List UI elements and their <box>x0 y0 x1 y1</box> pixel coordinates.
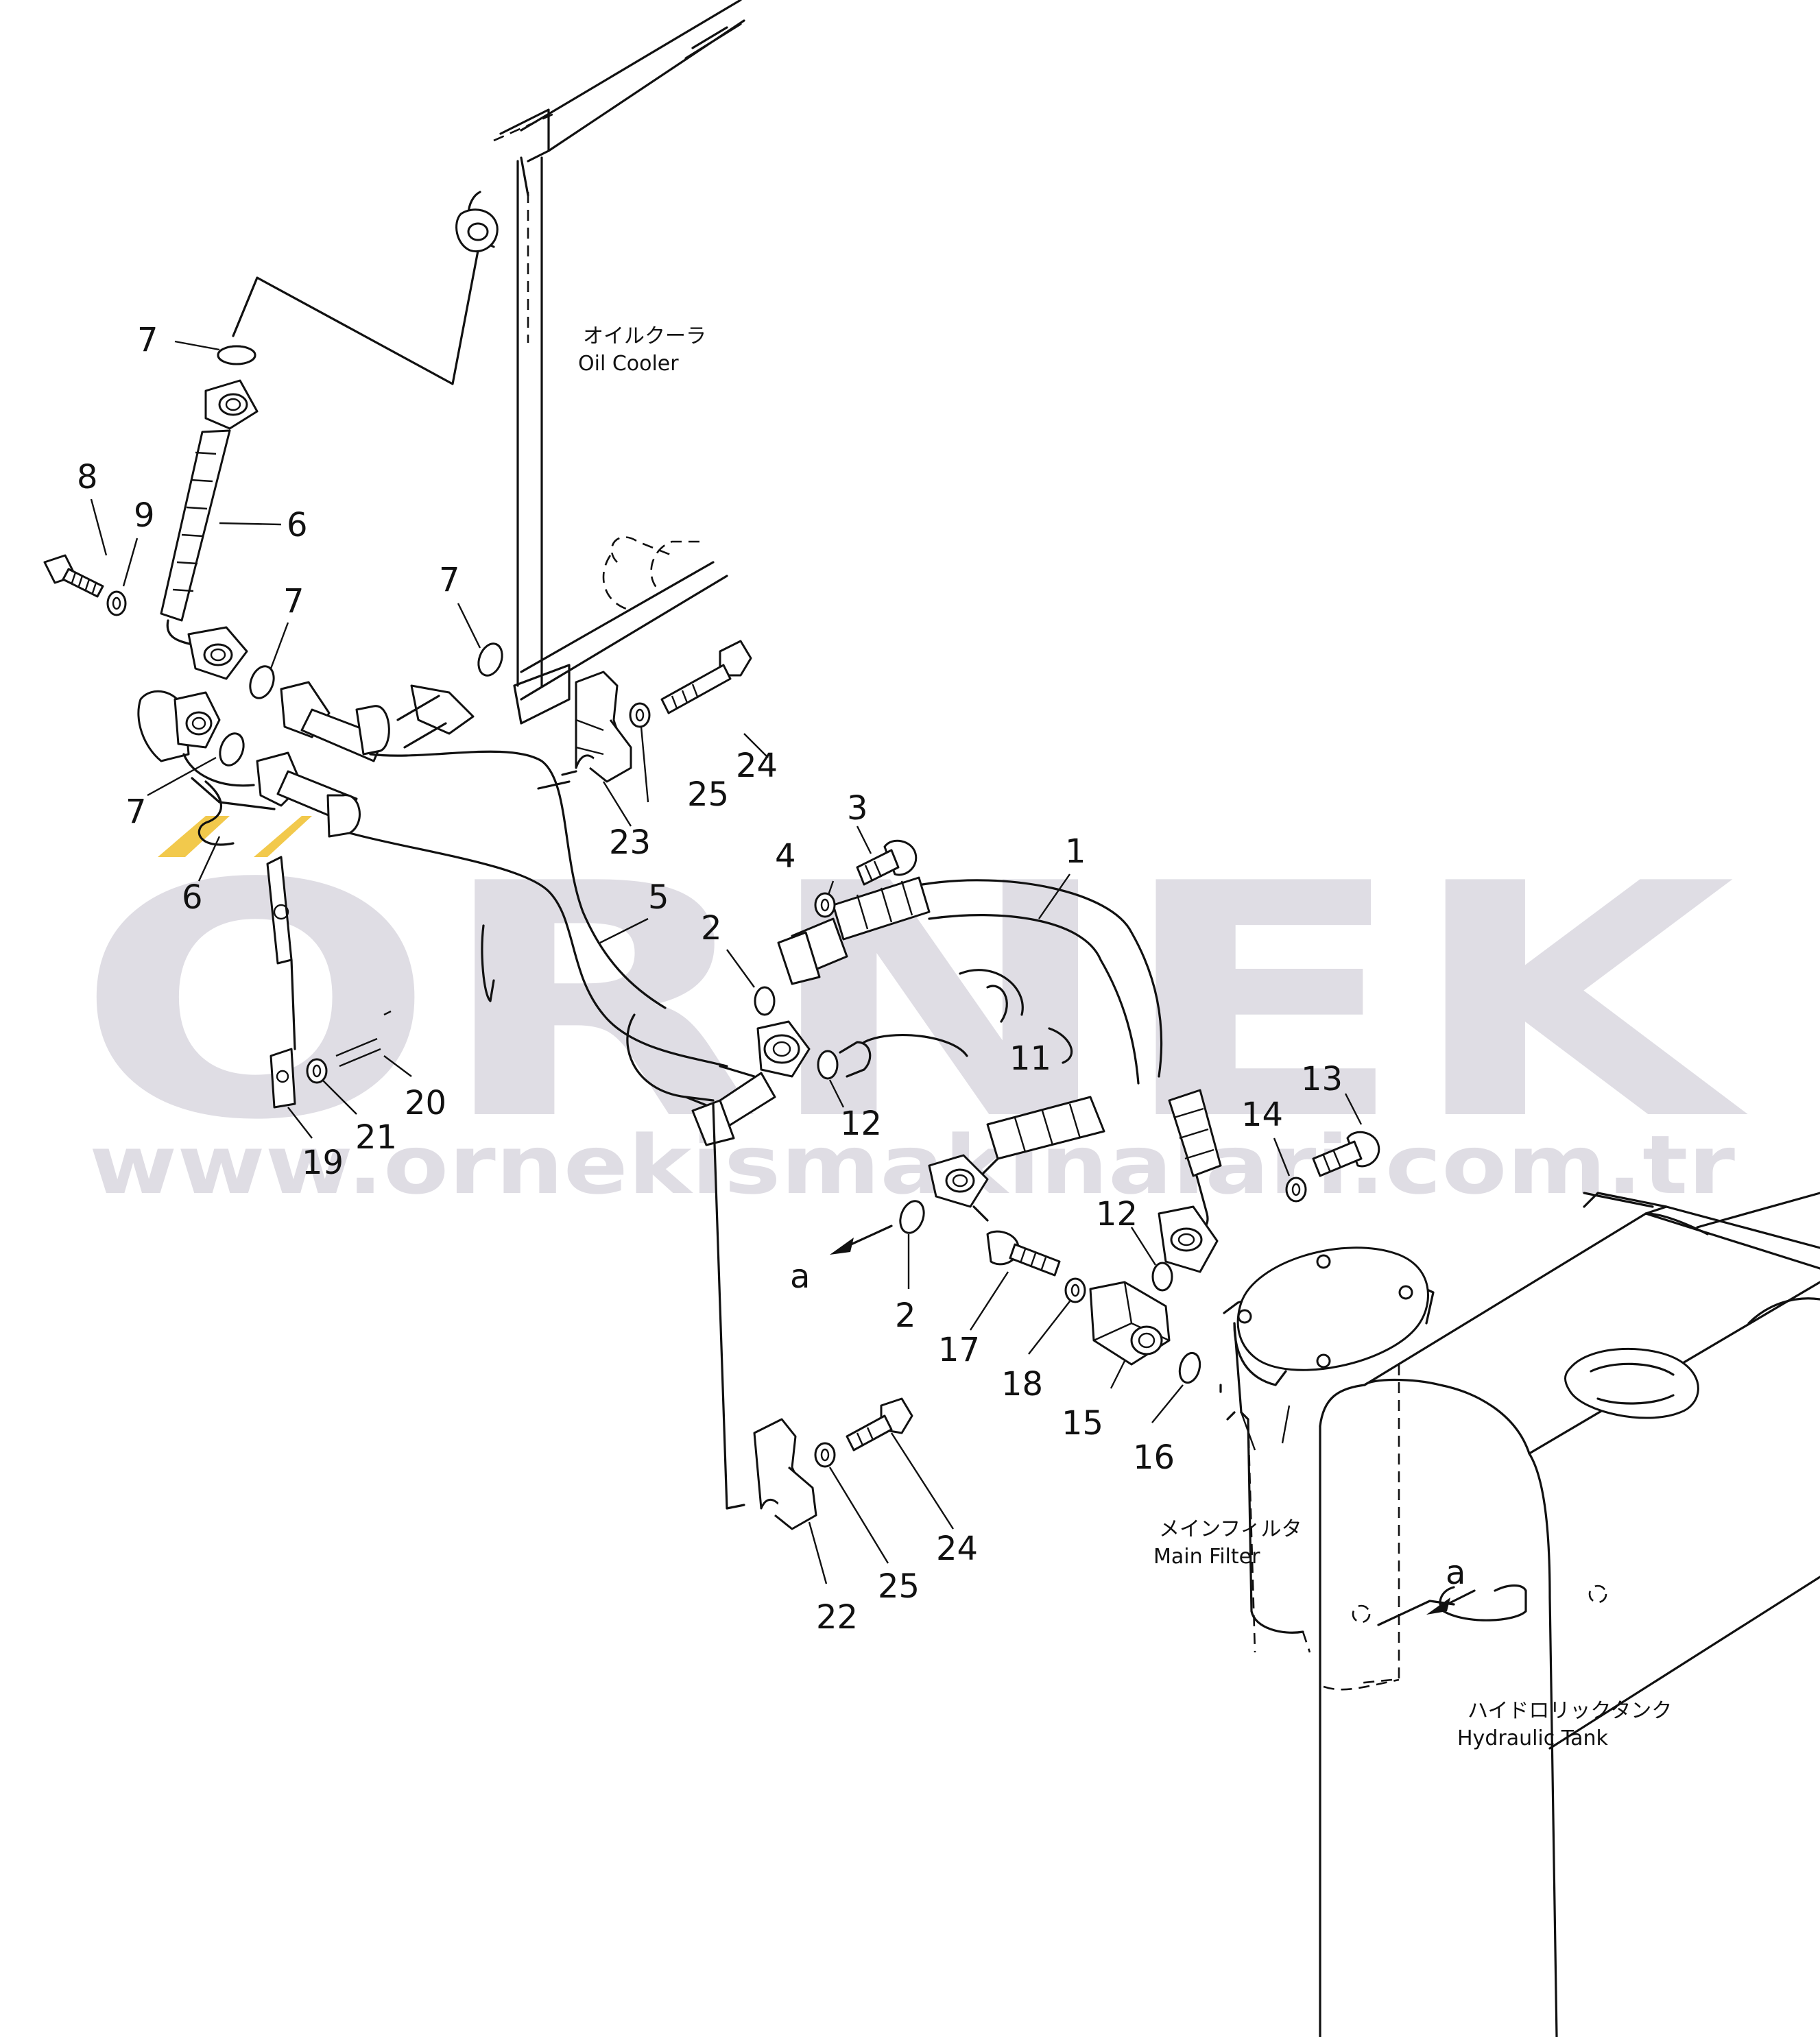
hose-1 <box>777 876 1163 1085</box>
washer-25-upper <box>629 702 651 728</box>
bolt-20 <box>335 1010 392 1068</box>
o-ring-12-upper <box>817 1050 839 1080</box>
hydraulic-tank-caption-en: Hydraulic Tank <box>1457 1726 1609 1750</box>
callout-4: 4 <box>775 837 796 876</box>
o-ring-2-upper <box>754 986 776 1016</box>
view-arrow-a-left <box>830 1225 893 1255</box>
washer-18 <box>1064 1277 1086 1303</box>
o-ring-7-d <box>219 732 245 767</box>
bolt-8 <box>43 554 104 598</box>
hydraulic-tank-caption-jp: ハイドロリックタンク <box>1468 1699 1672 1723</box>
callout-25: 25 <box>687 775 729 814</box>
hose-to-filter <box>1158 1089 1222 1273</box>
o-ring-16 <box>1178 1351 1201 1384</box>
oil-cooler-caption-en: Oil Cooler <box>578 352 679 376</box>
bolt-3 <box>856 839 918 886</box>
callout-1: 1 <box>1065 832 1086 871</box>
callout-15: 15 <box>1062 1404 1103 1443</box>
callout-3: 3 <box>847 789 868 828</box>
hose-11 <box>691 1020 1105 1222</box>
o-ring-7-b <box>249 665 275 699</box>
view-marker-a: a <box>1446 1554 1465 1592</box>
callout-14: 14 <box>1241 1096 1283 1134</box>
o-ring-7-c <box>477 642 503 677</box>
callout-20: 20 <box>405 1084 446 1122</box>
callout-5: 5 <box>648 878 669 917</box>
callout-22: 22 <box>816 1598 858 1637</box>
clamp-19 <box>266 856 296 1109</box>
callout-8: 8 <box>77 458 98 496</box>
washer-21 <box>306 1058 328 1084</box>
callout-7: 7 <box>125 793 147 831</box>
o-ring-7-a <box>217 345 256 365</box>
callout-18: 18 <box>1001 1365 1043 1403</box>
bolt-24-upper <box>660 640 752 714</box>
callout-17: 17 <box>938 1331 980 1369</box>
callout-9: 9 <box>134 496 155 535</box>
view-arrow-a-right <box>1377 1589 1476 1626</box>
main-filter <box>1219 1246 1435 1653</box>
callout-24: 24 <box>736 747 778 785</box>
watermark-accent-mark <box>158 816 312 857</box>
callout-6: 6 <box>182 878 203 917</box>
tube-5 <box>137 681 756 1112</box>
washer-14 <box>1285 1177 1307 1203</box>
view-marker-a: a <box>790 1257 810 1296</box>
watermark: ORNEK www.ornekismakinalari.com.tr <box>75 815 1751 1212</box>
clamp-22 <box>753 1418 817 1530</box>
captions: オイルクーラ Oil Cooler メインフィルタ Main Filter ハイ… <box>578 324 1672 1750</box>
hose-6-upper <box>160 345 259 680</box>
callout-12: 12 <box>1096 1195 1138 1233</box>
oil-cooler-caption-jp: オイルクーラ <box>583 324 706 348</box>
callout-7: 7 <box>439 561 460 599</box>
hydraulic-tank <box>1319 1192 1820 2037</box>
callout-7: 7 <box>137 321 158 359</box>
washer-25-lower <box>814 1442 836 1468</box>
callout-23: 23 <box>609 823 651 862</box>
callout-11: 11 <box>1009 1039 1051 1078</box>
main-filter-caption-jp: メインフィルタ <box>1159 1517 1302 1541</box>
bolt-17 <box>986 1230 1061 1277</box>
watermark-logo: ORNEK <box>75 815 1751 1190</box>
callout-2: 2 <box>701 909 722 948</box>
leader-lines <box>90 340 1363 1584</box>
callout-19: 19 <box>302 1144 344 1182</box>
callout-24: 24 <box>936 1530 978 1568</box>
clamp-23 <box>537 671 632 790</box>
o-ring-12-lower <box>1151 1262 1173 1292</box>
bolt-24-lower <box>846 1397 913 1451</box>
callout-16: 16 <box>1133 1438 1175 1477</box>
callout-6: 6 <box>287 506 308 544</box>
washer-4 <box>814 892 836 918</box>
bolt-13 <box>1312 1131 1380 1177</box>
tube-vertical <box>712 1102 745 1510</box>
callout-12: 12 <box>840 1105 882 1143</box>
watermark-url: www.ornekismakinalari.com.tr <box>89 1118 1735 1212</box>
elbow-15 <box>1089 1281 1171 1366</box>
oil-cooler <box>232 0 745 725</box>
o-ring-2-lower <box>899 1200 925 1234</box>
callout-13: 13 <box>1301 1060 1343 1098</box>
callout-25: 25 <box>878 1567 920 1606</box>
callouts: 7 8 9 6 7 7 7 6 24 25 23 3 4 1 5 2 11 12… <box>77 321 1465 1637</box>
main-filter-caption-en: Main Filter <box>1153 1545 1260 1569</box>
washer-9 <box>106 590 127 616</box>
callout-21: 21 <box>355 1118 397 1157</box>
callout-2: 2 <box>895 1297 916 1335</box>
callout-7: 7 <box>283 582 304 620</box>
